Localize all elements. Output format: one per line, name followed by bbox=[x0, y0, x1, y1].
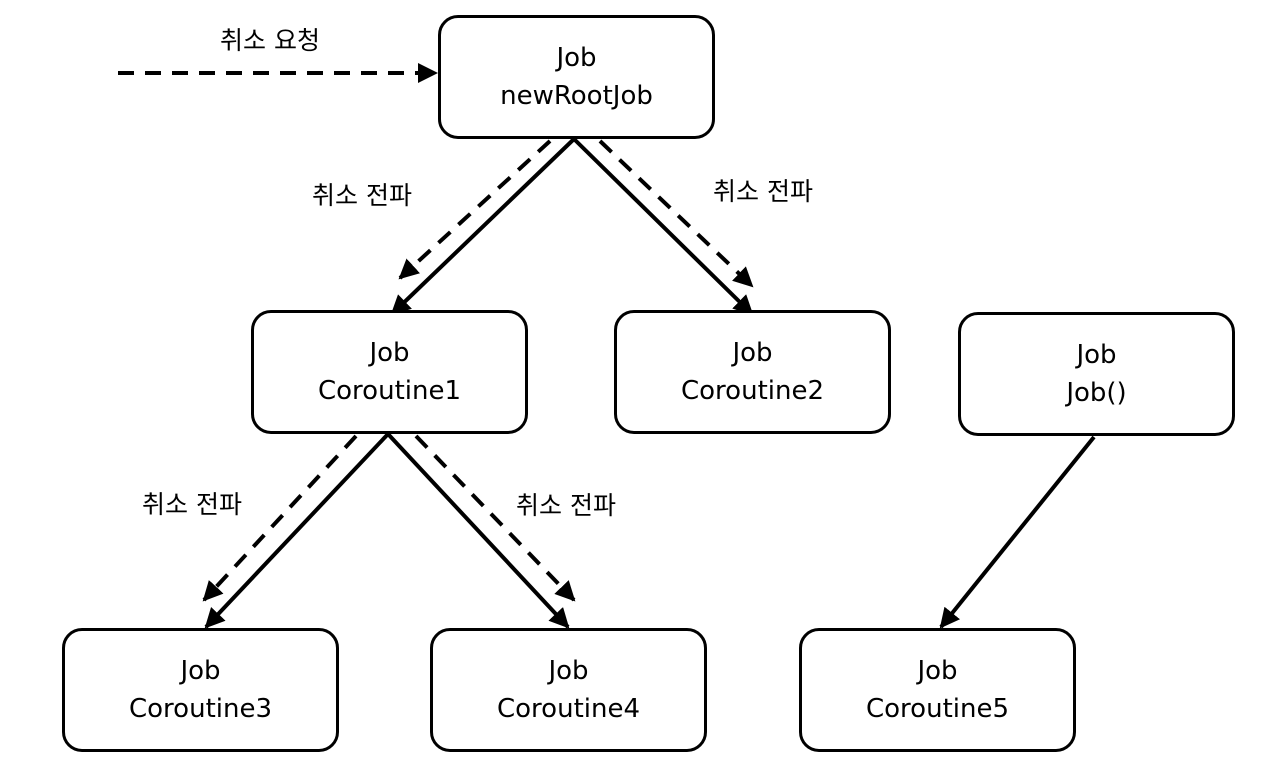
node-coroutine3: Job Coroutine3 bbox=[62, 628, 339, 752]
label-propagate-c1-right: 취소 전파 bbox=[516, 491, 616, 520]
node-name-label: Coroutine5 bbox=[866, 694, 1009, 724]
node-name-label: Coroutine2 bbox=[681, 376, 824, 406]
node-name-label: Coroutine4 bbox=[497, 694, 640, 724]
label-propagate-c1-left: 취소 전파 bbox=[142, 490, 242, 519]
propagate-coroutine1-coroutine4 bbox=[414, 434, 576, 602]
edge-coroutine1-coroutine3 bbox=[204, 432, 390, 629]
label-propagate-root-right: 취소 전파 bbox=[713, 177, 813, 206]
node-type-label: Job bbox=[180, 656, 221, 686]
node-coroutine4: Job Coroutine4 bbox=[430, 628, 707, 752]
edge-jobfn-coroutine5 bbox=[939, 435, 1096, 629]
node-coroutine1: Job Coroutine1 bbox=[251, 310, 528, 434]
node-name-label: Job() bbox=[1066, 378, 1127, 408]
node-name-label: newRootJob bbox=[500, 81, 653, 111]
propagate-root-coroutine2 bbox=[598, 139, 754, 288]
propagate-coroutine1-coroutine3 bbox=[202, 434, 358, 602]
node-type-label: Job bbox=[917, 656, 958, 686]
node-type-label: Job bbox=[1076, 340, 1117, 370]
label-propagate-root-left: 취소 전파 bbox=[312, 181, 412, 210]
edge-root-coroutine1 bbox=[390, 137, 576, 316]
node-name-label: Coroutine1 bbox=[318, 376, 461, 406]
node-type-label: Job bbox=[556, 43, 597, 73]
node-name-label: Coroutine3 bbox=[129, 694, 272, 724]
node-newrootjob: Job newRootJob bbox=[438, 15, 715, 139]
node-type-label: Job bbox=[548, 656, 589, 686]
edge-coroutine1-coroutine4 bbox=[386, 432, 570, 629]
edge-root-coroutine2 bbox=[572, 137, 754, 316]
node-type-label: Job bbox=[369, 338, 410, 368]
node-type-label: Job bbox=[732, 338, 773, 368]
node-coroutine2: Job Coroutine2 bbox=[614, 310, 891, 434]
node-job-fn: Job Job() bbox=[958, 312, 1235, 436]
label-cancel-request: 취소 요청 bbox=[220, 26, 320, 55]
propagate-root-coroutine1 bbox=[398, 139, 552, 280]
node-coroutine5: Job Coroutine5 bbox=[799, 628, 1076, 752]
